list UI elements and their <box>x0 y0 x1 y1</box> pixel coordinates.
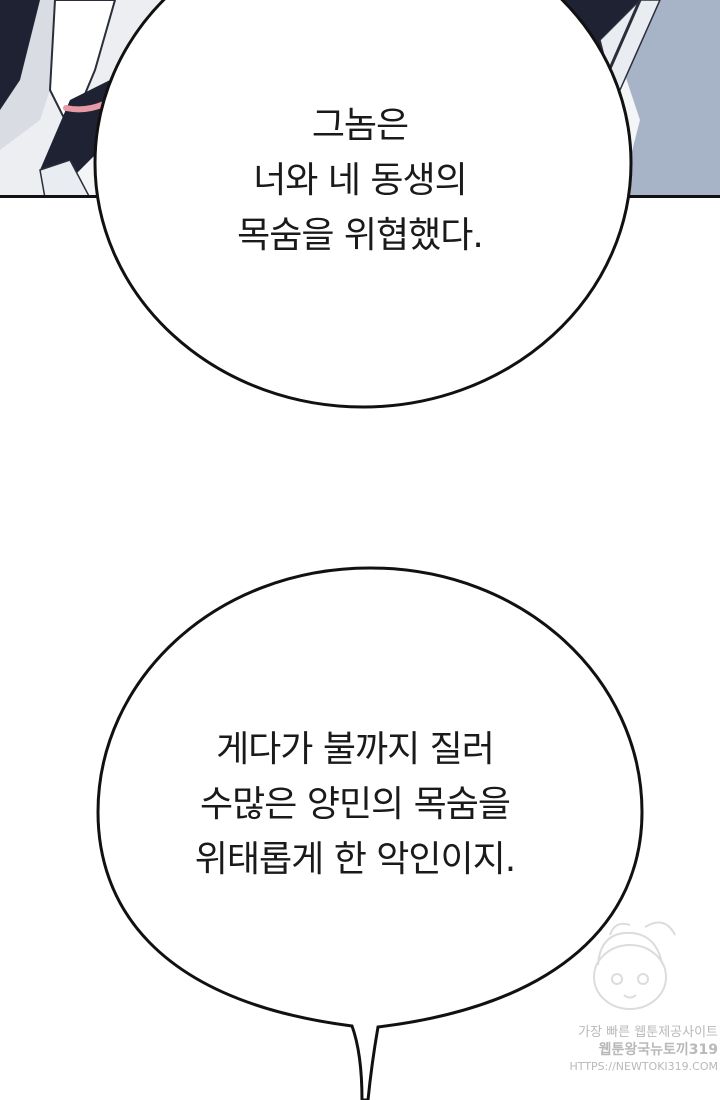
speech-line: 위태롭게 한 악인이지. <box>194 839 516 880</box>
speech-bubble-top <box>93 0 633 409</box>
watermark-mascot-icon <box>593 921 676 1010</box>
speech-line: 목숨을 위협했다. <box>237 215 484 256</box>
speech-bubble-bottom <box>96 566 644 1100</box>
speech-line: 수많은 양민의 목숨을 <box>200 784 511 825</box>
speech-line: 너와 네 동생의 <box>253 160 468 201</box>
speech-line: 게다가 불까지 질러 <box>216 729 495 770</box>
speech-text-bottom: 게다가 불까지 질러 수많은 양민의 목숨을 위태롭게 한 악인이지. <box>130 722 580 887</box>
watermark: 가장 빠른 웹툰제공사이트 웹툰왕국뉴토끼319 HTTPS://NEWTOKI… <box>548 1024 718 1074</box>
speech-text-top: 그놈은 너와 네 동생의 목숨을 위협했다. <box>160 98 560 263</box>
watermark-url: HTTPS://NEWTOKI319.COM <box>569 1060 718 1073</box>
watermark-line: 웹툰왕국뉴토끼319 <box>598 1042 718 1058</box>
speech-line: 그놈은 <box>311 105 409 146</box>
watermark-line: 가장 빠른 웹툰제공사이트 <box>578 1025 718 1040</box>
